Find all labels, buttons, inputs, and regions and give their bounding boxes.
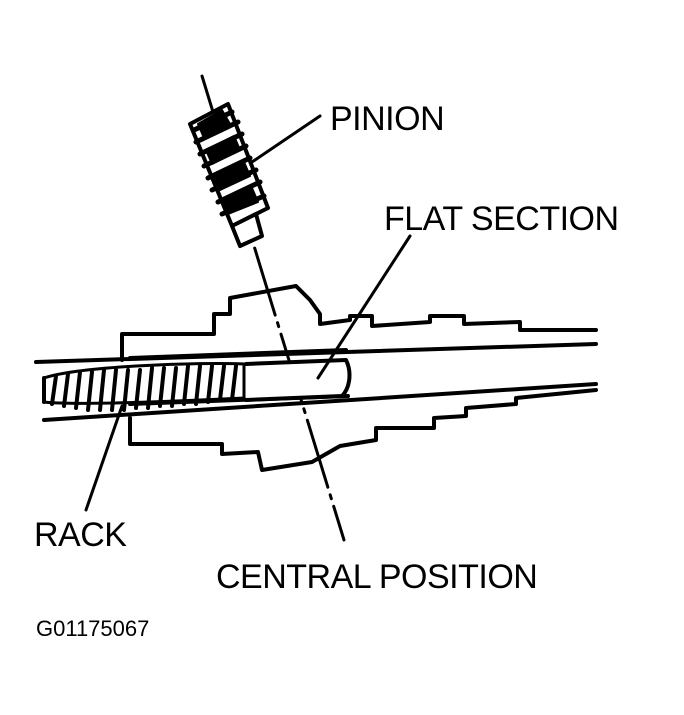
housing-lower-outline: [128, 388, 598, 472]
rack-tube-bottom: [42, 382, 598, 422]
label-pinion: PINION: [330, 100, 445, 138]
label-rack: RACK: [34, 516, 127, 554]
leader-flat-section: [316, 234, 412, 380]
label-flat-section: FLAT SECTION: [384, 200, 619, 238]
figure-id: G01175067: [36, 616, 150, 641]
label-central-position: CENTRAL POSITION: [216, 558, 538, 596]
leader-pinion: [250, 114, 322, 164]
rack-bore-top: [128, 348, 348, 360]
housing-upper-outline: [120, 284, 598, 362]
rack-teeth: [42, 362, 246, 412]
flat-section-shape: [244, 358, 352, 402]
leader-rack: [84, 404, 124, 512]
pinion-gear: [188, 102, 270, 248]
